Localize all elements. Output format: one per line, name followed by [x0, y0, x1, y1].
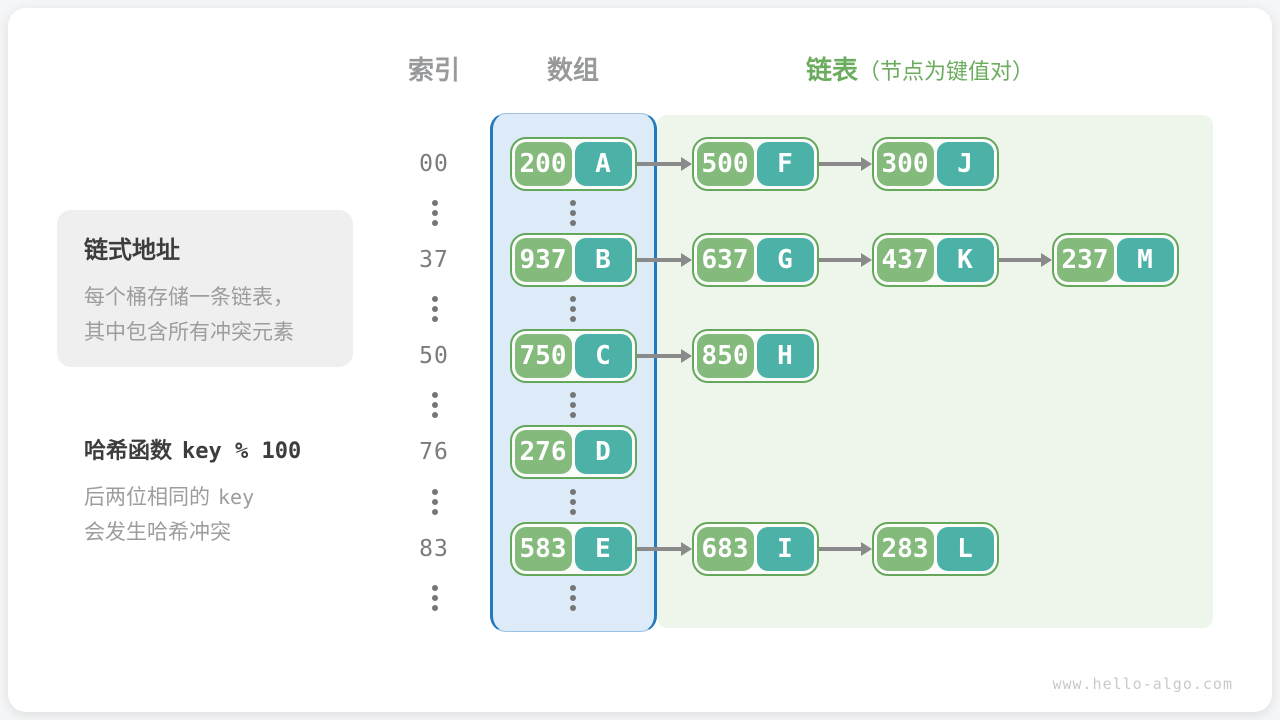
- ellipsis-dots-icon: [432, 296, 438, 322]
- link-arrow-icon: [636, 253, 692, 267]
- ellipsis-dots-icon: [570, 585, 576, 611]
- node-key: 437: [876, 238, 934, 282]
- column-header-index: 索引: [407, 55, 460, 85]
- node-value: C: [574, 334, 632, 378]
- node-value: D: [574, 430, 632, 474]
- node-key: 683: [696, 527, 754, 571]
- node-key: 937: [514, 238, 572, 282]
- node-value: F: [756, 142, 814, 186]
- link-arrow-icon: [818, 253, 872, 267]
- node-key: 750: [514, 334, 572, 378]
- watermark: www.hello-algo.com: [1052, 675, 1233, 693]
- hash-title-text: 哈希函数: [84, 438, 173, 463]
- hash-note-line: 后两位相同的 key: [84, 480, 301, 515]
- node-value: L: [936, 527, 994, 571]
- node-value: H: [756, 334, 814, 378]
- ellipsis-dots-icon: [432, 489, 438, 515]
- ellipsis-dots-icon: [570, 200, 576, 226]
- node-key: 300: [876, 142, 934, 186]
- ellipsis-dots-icon: [570, 392, 576, 418]
- node-key: 583: [514, 527, 572, 571]
- bucket-index-label: 83: [419, 536, 449, 562]
- ellipsis-dots-icon: [432, 392, 438, 418]
- link-arrow-icon: [636, 157, 692, 171]
- ellipsis-dots-icon: [432, 200, 438, 226]
- hash-note-line: 会发生哈希冲突: [84, 521, 231, 544]
- node-key: 850: [696, 334, 754, 378]
- hash-function-title: 哈希函数 key % 100: [84, 433, 301, 465]
- node-value: G: [756, 238, 814, 282]
- ellipsis-dots-icon: [570, 296, 576, 322]
- bucket-index-label: 50: [419, 343, 449, 369]
- node-value: M: [1116, 238, 1174, 282]
- ellipsis-dots-icon: [432, 585, 438, 611]
- column-header-list-note: （节点为键值对）: [858, 59, 1035, 84]
- link-arrow-icon: [818, 157, 872, 171]
- node-key: 200: [514, 142, 572, 186]
- concept-note-box: 链式地址 每个桶存储一条链表， 其中包含所有冲突元素: [57, 210, 353, 367]
- node-key: 237: [1056, 238, 1114, 282]
- node-value: J: [936, 142, 994, 186]
- link-arrow-icon: [636, 349, 692, 363]
- hash-line-text: 后两位相同的: [84, 486, 210, 509]
- bucket-index-label: 00: [419, 151, 449, 177]
- note-line: 其中包含所有冲突元素: [84, 321, 294, 344]
- link-arrow-icon: [818, 542, 872, 556]
- column-header-list: 链表（节点为键值对）: [640, 54, 1200, 88]
- ellipsis-dots-icon: [570, 489, 576, 515]
- link-arrow-icon: [636, 542, 692, 556]
- node-value: B: [574, 238, 632, 282]
- column-header-list-label: 链表: [805, 55, 858, 85]
- node-key: 500: [696, 142, 754, 186]
- note-title: 链式地址: [84, 237, 180, 264]
- link-arrow-icon: [998, 253, 1052, 267]
- hash-function-note: 哈希函数 key % 100 后两位相同的 key 会发生哈希冲突: [84, 433, 301, 550]
- hash-title-code: key % 100: [182, 439, 302, 464]
- node-key: 637: [696, 238, 754, 282]
- hash-line-code: key: [218, 485, 255, 509]
- bucket-index-label: 37: [419, 247, 449, 273]
- node-key: 276: [514, 430, 572, 474]
- column-header-array: 数组: [546, 55, 599, 85]
- node-key: 283: [876, 527, 934, 571]
- note-line: 每个桶存储一条链表，: [84, 286, 294, 309]
- bucket-index-label: 76: [419, 439, 449, 465]
- node-value: I: [756, 527, 814, 571]
- node-value: E: [574, 527, 632, 571]
- node-value: A: [574, 142, 632, 186]
- node-value: K: [936, 238, 994, 282]
